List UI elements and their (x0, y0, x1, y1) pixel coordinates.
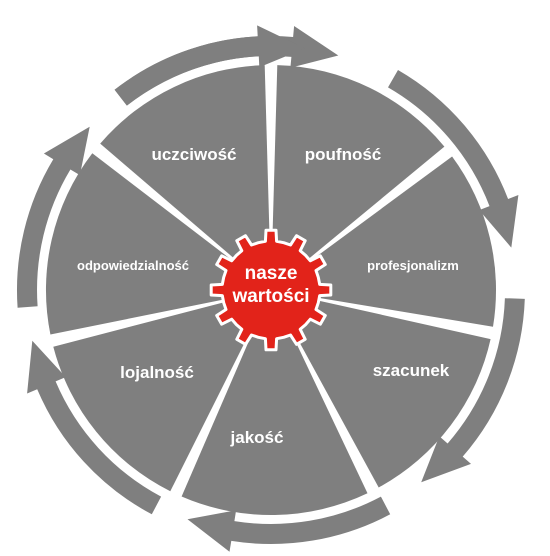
cycle-arrow-icon (421, 298, 525, 483)
cycle-arrow-icon (187, 496, 391, 552)
value-label-profesjonalizm: profesjonalizm (367, 258, 459, 273)
segment-profesjonalizm (303, 156, 497, 327)
cycle-arrows (16, 25, 525, 552)
segment-szacunek (290, 298, 491, 488)
value-label-lojalnosc: lojalność (120, 363, 194, 382)
cycle-arrow-icon (16, 126, 90, 308)
segment-lojalnosc (53, 300, 254, 492)
segment-uczciwosc (100, 65, 270, 264)
segment-jakosc (181, 326, 368, 516)
cycle-arrow-icon (114, 25, 305, 106)
value-segments (45, 65, 497, 516)
value-label-poufnosc: poufność (305, 145, 382, 164)
center-title-line1: nasze (245, 263, 298, 284)
gear-icon (209, 228, 333, 352)
center-title-line2: wartości (231, 286, 309, 307)
value-label-szacunek: szacunek (373, 361, 450, 380)
segment-poufnosc (272, 65, 445, 265)
value-label-odpowiedzialnosc: odpowiedzialność (77, 258, 189, 273)
value-label-uczciwosc: uczciwość (151, 145, 236, 164)
cycle-arrow-icon (27, 340, 162, 515)
center-gear: nasze wartości (209, 228, 333, 352)
segment-odpowiedzialnosc (45, 153, 240, 335)
cycle-arrow-icon (388, 70, 519, 248)
value-labels: poufność profesjonalizm szacunek jakość … (77, 145, 459, 447)
value-label-jakosc: jakość (230, 428, 284, 447)
